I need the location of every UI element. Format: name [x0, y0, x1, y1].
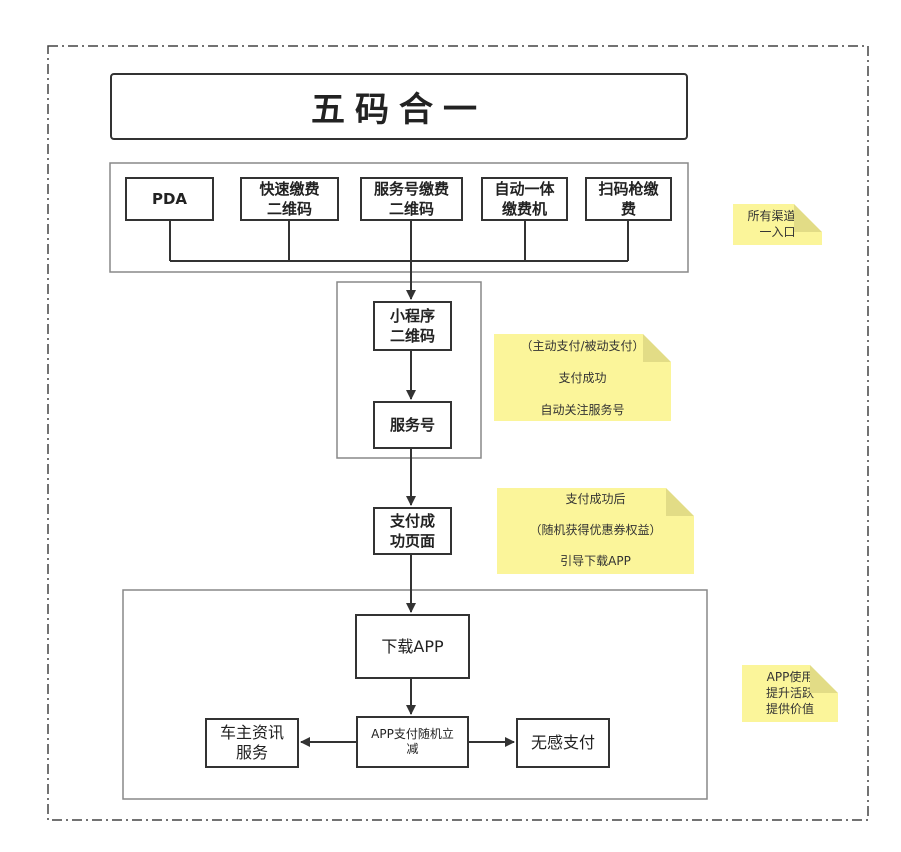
channels-group — [109, 162, 689, 273]
node-seamless-pay: 无感支付 — [516, 718, 610, 768]
note-fold-icon — [666, 488, 694, 516]
channel-quick-pay-qr: 快速缴费 二维码 — [240, 177, 339, 221]
note-after-success: 支付成功后 （随机获得优惠券权益） 引导下载APP — [497, 488, 694, 574]
note-line: 支付成功后 — [565, 492, 626, 506]
node-owner-news-service: 车主资讯 服务 — [205, 718, 299, 768]
node-pay-success-page: 支付成 功页面 — [373, 507, 452, 555]
node-app-pay-discount: APP支付随机立 减 — [356, 716, 469, 768]
note-fold-icon — [794, 204, 822, 232]
note-line: 一入口 — [759, 225, 796, 239]
app-group — [122, 589, 708, 800]
note-line: 引导下载APP — [560, 554, 631, 568]
channel-service-account-qr: 服务号缴费 二维码 — [360, 177, 463, 221]
note-fold-icon — [643, 334, 671, 362]
note-line: 所有渠道统 — [747, 209, 808, 223]
note-line: 提供价值 — [765, 702, 814, 716]
note-line: APP使用 — [766, 670, 814, 684]
page-title: 五码合一 — [110, 73, 688, 140]
mini-program-group — [336, 281, 482, 459]
channel-self-service-machine: 自动一体 缴费机 — [481, 177, 568, 221]
outer-frame — [47, 45, 869, 821]
note-line: 提升活跃 — [765, 686, 814, 700]
note-line: 自动关注服务号 — [540, 403, 625, 417]
node-download-app: 下载APP — [355, 614, 470, 679]
node-mini-program-qr: 小程序 二维码 — [373, 301, 452, 351]
note-unified-entry: 所有渠道统 一入口 — [733, 204, 822, 245]
channel-connectors — [169, 220, 629, 262]
note-fold-icon — [810, 665, 838, 693]
channel-pda: PDA — [125, 177, 214, 221]
node-service-account: 服务号 — [373, 401, 452, 449]
note-line: （主动支付/被动支付） — [520, 339, 645, 353]
note-line: （随机获得优惠券权益） — [529, 523, 662, 537]
note-line: 支付成功 — [558, 371, 607, 385]
note-app-value: APP使用 提升活跃 提供价值 — [742, 665, 838, 722]
channel-scanner-gun: 扫码枪缴 费 — [585, 177, 672, 221]
note-payment: （主动支付/被动支付） 支付成功 自动关注服务号 — [494, 334, 671, 421]
